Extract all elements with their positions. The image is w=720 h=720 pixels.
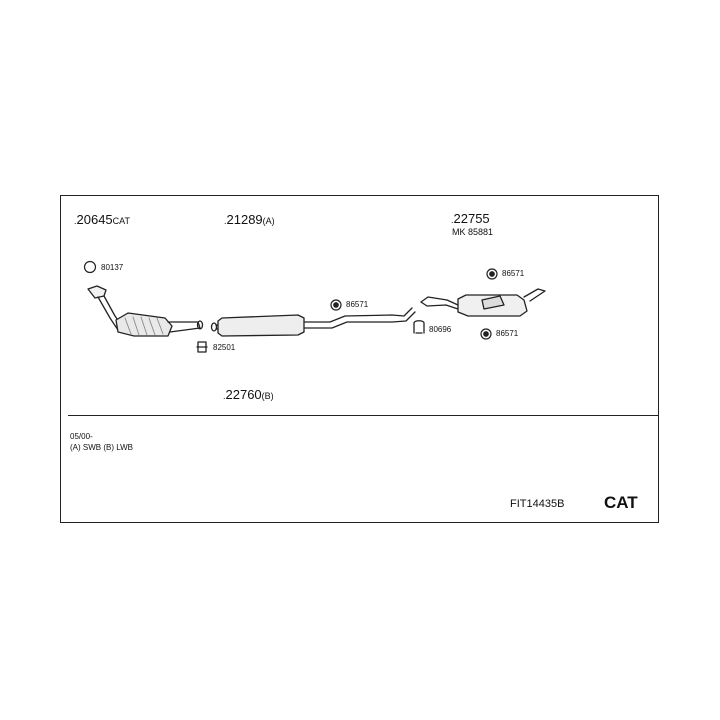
fitting-label-86571-mid: 86571: [346, 300, 369, 309]
hanger-86571-bot-icon: [480, 328, 492, 340]
rear-silencer: [420, 288, 546, 317]
fitting-label-80696: 80696: [429, 325, 452, 334]
part-label-22760: .22760(B): [223, 387, 274, 402]
fitting-label-82501: 82501: [213, 343, 236, 352]
part-label-20645: .20645CAT: [74, 212, 131, 227]
notes-block: 05/00- (A) SWB (B) LWB: [70, 432, 133, 454]
ring-80137-icon: [83, 260, 97, 274]
system-type-label: CAT: [604, 493, 638, 512]
section-divider: [68, 415, 659, 416]
diagram-frame: [60, 195, 659, 523]
note-date: 05/00-: [70, 432, 93, 441]
gasket-80696-icon: [413, 320, 425, 334]
part-suffix: CAT: [112, 216, 131, 226]
part-number: 22755: [453, 211, 490, 226]
part-number: 21289: [226, 212, 263, 227]
part-suffix: (A): [262, 216, 275, 226]
part-suffix: (B): [261, 391, 274, 401]
drawing-code: FIT14435B: [510, 498, 565, 510]
fitting-label-80137: 80137: [101, 263, 124, 272]
middle-silencer: [210, 307, 416, 337]
front-pipe-catalyst: [87, 285, 204, 337]
part-label-22755: .22755: [451, 211, 490, 226]
part-label-21289: .21289(A): [224, 212, 275, 227]
part-number: 20645: [76, 212, 113, 227]
fitting-label-86571-bot: 86571: [496, 329, 519, 338]
fitting-label-86571-top: 86571: [502, 269, 525, 278]
clamp-82501-drawing: [196, 341, 208, 353]
note-variants: (A) SWB (B) LWB: [70, 442, 133, 452]
part-number: 22760: [225, 387, 262, 402]
hanger-86571-mid-icon: [330, 299, 342, 311]
part-sub-label-22755: MK 85881: [452, 227, 494, 237]
hanger-86571-top-icon: [486, 268, 498, 280]
